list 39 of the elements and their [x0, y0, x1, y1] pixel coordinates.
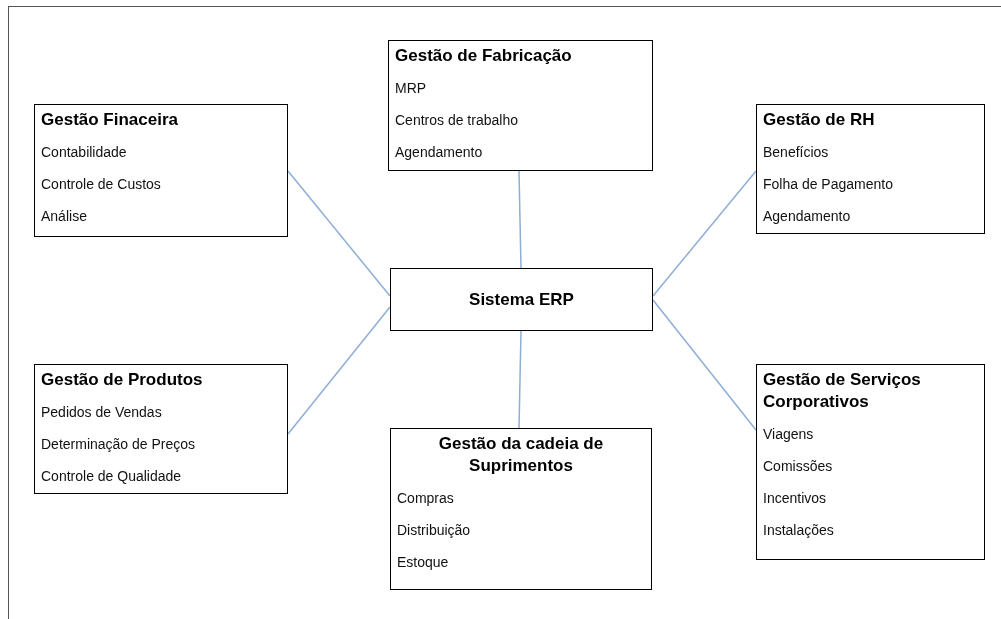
box-heading: Gestão de Fabricação [395, 45, 573, 67]
module-box [34, 104, 288, 237]
module-box [34, 364, 288, 494]
list-item: Controle de Qualidade [41, 467, 183, 486]
list-item: Pedidos de Vendas [41, 403, 163, 422]
connector-line [287, 306, 391, 435]
connector-line [518, 330, 522, 429]
list-item: Contabilidade [41, 143, 128, 162]
box-heading: Gestão da cadeia de Suprimentos [437, 433, 605, 477]
module-box [390, 428, 652, 590]
connector-line [518, 170, 522, 269]
connector-line [652, 299, 757, 431]
list-item: Instalações [763, 521, 835, 540]
list-item: Viagens [763, 425, 815, 444]
list-item: Análise [41, 207, 88, 226]
list-item: Determinação de Preços [41, 435, 197, 454]
list-item: MRP [395, 79, 428, 98]
list-item: Distribuição [397, 521, 472, 540]
list-item: Folha de Pagamento [763, 175, 894, 194]
list-item: Comissões [763, 457, 834, 476]
central-box [390, 268, 653, 331]
list-item: Controle de Custos [41, 175, 162, 194]
list-item: Incentivos [763, 489, 828, 508]
box-heading: Sistema ERP [469, 288, 574, 311]
list-item: Estoque [397, 553, 450, 572]
list-item: Centros de trabalho [395, 111, 519, 130]
list-item: Benefícios [763, 143, 830, 162]
connector-line [287, 170, 391, 297]
module-box [756, 104, 985, 234]
box-heading: Gestão de Produtos [41, 369, 204, 391]
list-item: Agendamento [395, 143, 484, 162]
list-item: Compras [397, 489, 455, 508]
box-heading: Gestão de RH [763, 109, 876, 131]
connector-line [652, 170, 757, 297]
module-box [388, 40, 653, 171]
module-box [756, 364, 985, 560]
box-heading: Gestão Finaceira [41, 109, 179, 131]
list-item: Agendamento [763, 207, 852, 226]
box-heading: Gestão de Serviços Corporativos [763, 369, 922, 413]
